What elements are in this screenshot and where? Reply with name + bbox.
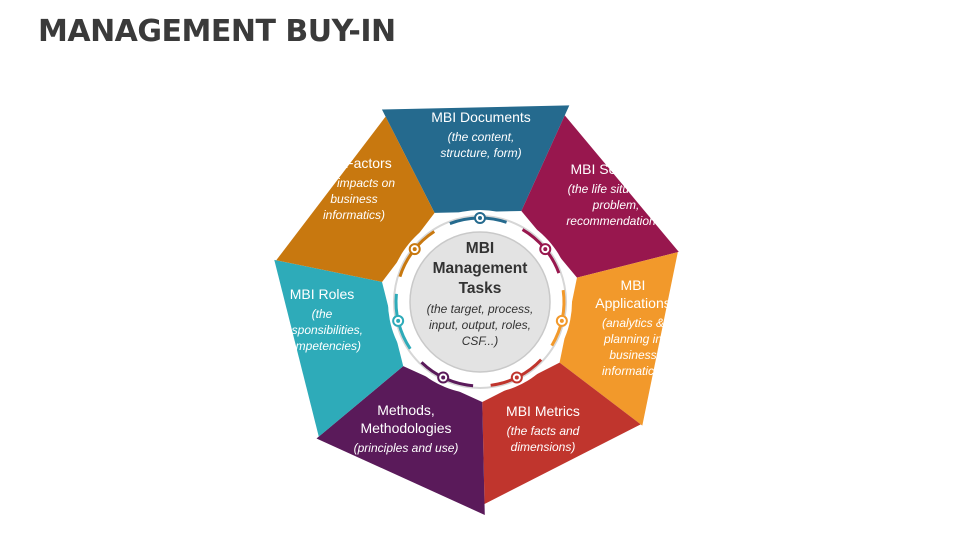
connector-dot-core-metrics — [514, 375, 519, 380]
segment-subtitle-factors: informatics) — [323, 208, 385, 222]
segment-subtitle-roles: competencies) — [283, 339, 361, 353]
segment-title-applications: Applications — [595, 295, 671, 311]
center-title: Tasks — [459, 280, 502, 297]
connector-dot-core-scenarios — [543, 247, 548, 252]
segment-subtitle-factors: business — [330, 192, 377, 206]
segment-methods — [316, 366, 485, 515]
connector-dot-core-factors — [412, 247, 417, 252]
center-title: Management — [433, 260, 528, 277]
center-subtitle: CSF...) — [462, 334, 498, 348]
segment-title-metrics: MBI Metrics — [506, 403, 580, 419]
segment-subtitle-scenarios: (the life situations, — [568, 182, 665, 196]
connector-dot-core-applications — [559, 318, 564, 323]
segment-metrics — [482, 362, 641, 504]
segment-title-factors: MBI Factors — [316, 155, 391, 171]
segment-subtitle-roles: (the — [312, 307, 333, 321]
segment-subtitle-scenarios: recommendations) — [566, 214, 665, 228]
segment-title-applications: MBI — [621, 277, 646, 293]
connector-dot-core-roles — [396, 318, 401, 323]
connector-dot-core-documents — [478, 216, 482, 220]
segment-subtitle-applications: (analytics & — [602, 316, 664, 330]
segment-subtitle-applications: business — [609, 348, 656, 362]
segment-subtitle-factors: (the impacts on — [313, 176, 395, 190]
center-title: MBI — [466, 240, 494, 257]
connector-dot-core-methods — [441, 375, 446, 380]
page-title: MANAGEMENT BUY-IN — [38, 14, 396, 49]
segment-title-methods: Methods, — [377, 402, 435, 418]
segment-subtitle-documents: (the content, — [448, 130, 515, 144]
segment-subtitle-metrics: (the facts and — [507, 424, 580, 438]
segment-factors — [276, 116, 435, 282]
segment-subtitle-roles: responsibilities, — [281, 323, 363, 337]
center-disc — [409, 231, 551, 373]
center-subtitle: input, output, roles, — [429, 318, 531, 332]
segment-applications — [559, 252, 678, 426]
segment-scenarios — [521, 115, 679, 278]
center-subtitle: (the target, process, — [427, 302, 534, 316]
segment-subtitle-metrics: dimensions) — [511, 440, 576, 454]
segment-subtitle-documents: structure, form) — [440, 146, 521, 160]
segment-documents — [381, 105, 570, 213]
segment-subtitle-applications: planning in — [603, 332, 662, 346]
segment-subtitle-applications: informatics) — [602, 364, 664, 378]
segment-title-methods: Methodologies — [360, 420, 451, 436]
segment-title-scenarios: MBI Scenarios — [570, 161, 661, 177]
segment-title-documents: MBI Documents — [431, 109, 531, 125]
segment-subtitle-methods: (principles and use) — [354, 441, 459, 455]
segment-subtitle-scenarios: problem, — [592, 198, 640, 212]
segment-roles — [274, 259, 404, 437]
segment-title-roles: MBI Roles — [290, 286, 355, 302]
